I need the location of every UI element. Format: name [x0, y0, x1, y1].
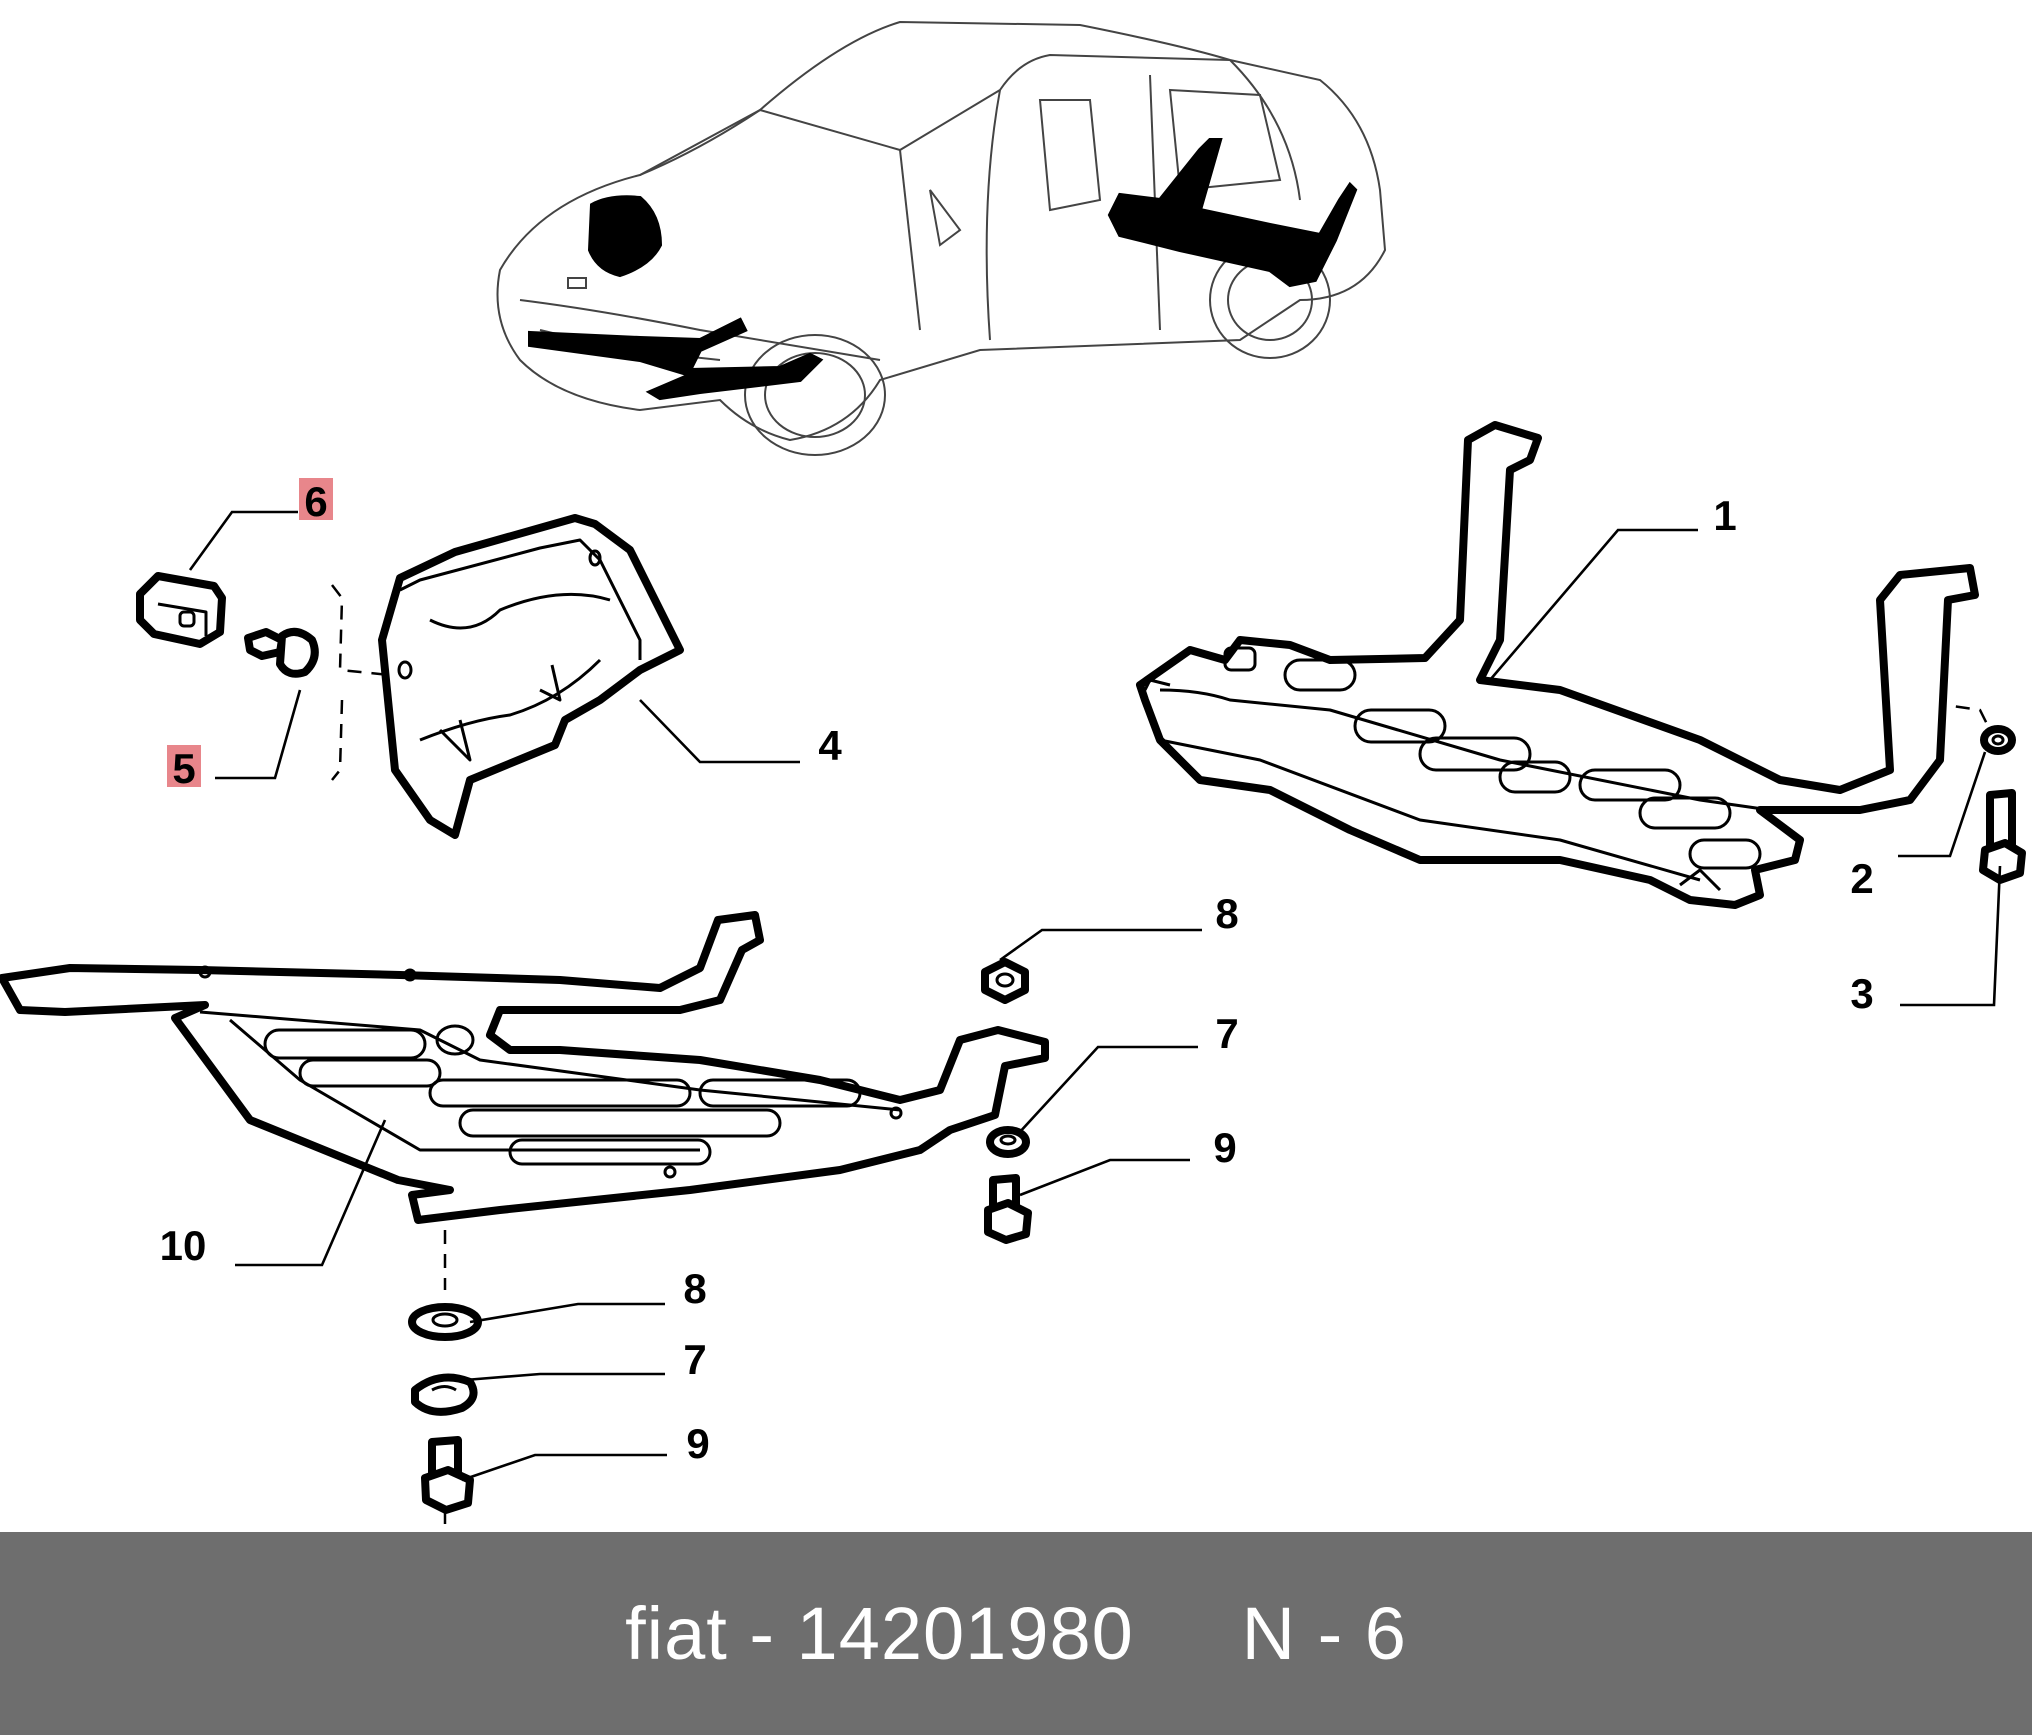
callout-4: 4	[818, 722, 842, 769]
callout-9-upper: 9	[1213, 1124, 1236, 1171]
leader-lines	[188, 510, 2002, 1482]
callout-5: 5	[172, 745, 195, 792]
callout-7-upper: 7	[1215, 1010, 1238, 1057]
part-5-bolt	[244, 627, 319, 678]
callout-7-lower: 7	[683, 1336, 706, 1383]
callout-labels: 6 5 4 1 2 3 8 7 9 10 8 7 9	[160, 478, 1874, 1467]
callout-6: 6	[304, 478, 327, 525]
washer-2	[1980, 725, 2016, 755]
callout-8-upper: 8	[1215, 890, 1238, 937]
callout-2: 2	[1850, 855, 1873, 902]
footer-bar: fiat - 14201980 N - 6	[0, 1532, 2032, 1735]
assembly-lines	[331, 584, 1992, 1532]
callout-1: 1	[1713, 492, 1736, 539]
bolt-3	[1979, 789, 2026, 884]
part-4-shield	[378, 514, 684, 839]
car-highlighted-parts	[528, 138, 1358, 401]
bolt-9-upper	[984, 1174, 1032, 1244]
callout-3: 3	[1850, 970, 1873, 1017]
part-1-underbody-guard	[1136, 421, 1979, 909]
bolt-9-lower	[421, 1436, 474, 1514]
washer-8-lower	[408, 1303, 482, 1341]
callout-8-lower: 8	[683, 1265, 706, 1312]
callout-9-lower: 9	[686, 1420, 709, 1467]
washer-7-lower	[411, 1373, 478, 1416]
callout-6-highlight	[299, 478, 333, 520]
callout-5-highlight	[167, 745, 201, 787]
part-10-front-guard	[0, 911, 1049, 1224]
washer-7-upper	[986, 1126, 1030, 1158]
part-6-clip	[136, 572, 226, 648]
car-illustration	[496, 20, 1387, 456]
callout-10: 10	[160, 1222, 207, 1269]
footer-part-number: fiat - 14201980 N - 6	[625, 1592, 1407, 1675]
nut-8-upper	[981, 958, 1029, 1004]
parts-diagram: 6 5 4 1 2 3 8 7 9 10 8 7 9	[0, 20, 2026, 1532]
